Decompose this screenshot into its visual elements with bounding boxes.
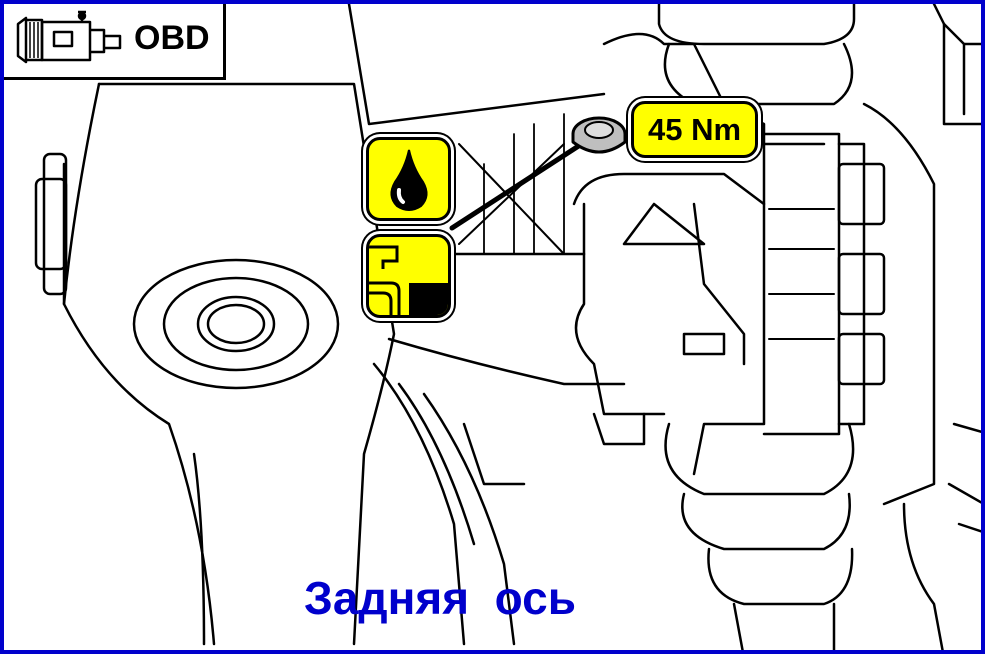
oil-drop-icon: [390, 149, 428, 211]
fill-level-icon: [369, 245, 448, 315]
obd-label: OBD: [134, 19, 210, 57]
fill-level-symbol: [366, 234, 451, 318]
subframe-arm: [34, 82, 396, 646]
differential-housing: [572, 32, 936, 506]
diagram-caption: Задняя ось: [304, 572, 576, 624]
right-bracket: [902, 4, 981, 650]
torque-label: 45 Nm: [631, 101, 758, 158]
obd-header: OBD: [4, 4, 226, 80]
oil-drop-symbol: [366, 137, 451, 221]
gearbox-diagnostic-icon: [16, 10, 122, 64]
rear-axle-illustration: [34, 4, 981, 650]
filler-plug: [571, 116, 627, 154]
cover-plate: [347, 4, 626, 646]
leader-line: [449, 133, 597, 231]
